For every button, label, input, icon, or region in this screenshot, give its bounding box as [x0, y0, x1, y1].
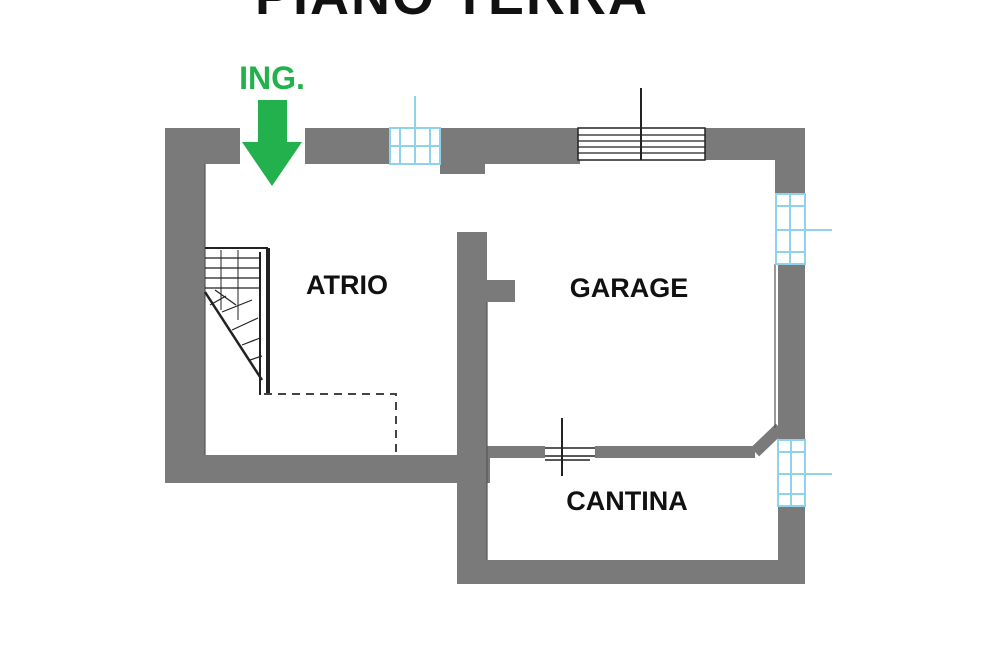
wall-top-mid	[305, 128, 390, 164]
wall-top-left	[165, 128, 240, 164]
staircase-icon	[203, 247, 270, 395]
wall-bottom-cantina	[457, 560, 805, 584]
garage-cantina-wall	[487, 423, 785, 458]
wall-right-mid	[778, 264, 805, 442]
room-label-atrio: ATRIO	[306, 270, 388, 300]
floor-title: PIANO TERRA	[255, 0, 649, 26]
entrance[interactable]: ING.	[239, 60, 305, 186]
wall-outlines	[204, 164, 776, 560]
arrow-down-icon	[242, 100, 302, 186]
wall-top-jog-drop	[440, 128, 485, 174]
window-icon	[775, 193, 832, 265]
door-icon	[577, 88, 706, 161]
window-icon	[777, 439, 832, 507]
door-icon	[545, 418, 595, 476]
wall-bottom-atrio	[165, 455, 490, 483]
entrance-label: ING.	[239, 60, 305, 96]
wall-left	[165, 128, 205, 483]
room-label-cantina: CANTINA	[566, 486, 688, 516]
room-label-garage: GARAGE	[570, 273, 689, 303]
wall-partition-jog	[457, 280, 515, 302]
dashed-outline	[264, 393, 397, 452]
window-icon	[389, 96, 441, 165]
wall-right-upper	[775, 128, 805, 194]
walls	[165, 128, 805, 584]
